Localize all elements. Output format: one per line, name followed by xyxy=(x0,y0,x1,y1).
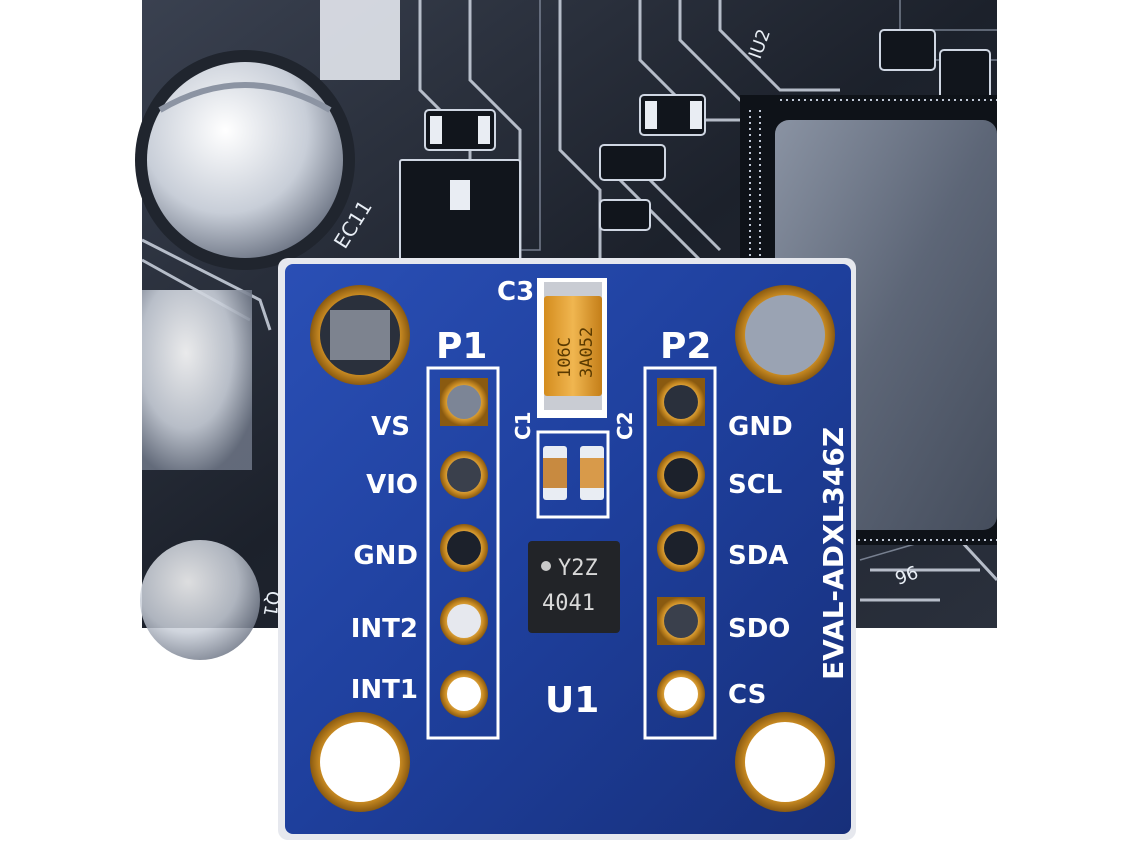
board-name: EVAL-ADXL346Z xyxy=(817,427,850,680)
cap-label-c1: C1 xyxy=(511,411,535,440)
pin-label-sdo: SDO xyxy=(728,614,790,644)
chip-marking-line1: Y2Z xyxy=(558,556,598,581)
header-outline-p2 xyxy=(643,366,717,740)
ceramic-capacitor-c2 xyxy=(580,446,604,500)
cap-label-c3: C3 xyxy=(497,277,534,307)
pin-label-cs: CS xyxy=(728,680,766,710)
pin-p2-4 xyxy=(657,597,705,645)
header-outline-p1 xyxy=(426,366,500,740)
pin-label-int1: INT1 xyxy=(351,675,418,705)
pin-label-gnd-left: GND xyxy=(353,541,418,571)
header-label-p1: P1 xyxy=(436,326,487,367)
mounting-hole-top-left xyxy=(310,285,410,385)
pin-label-vio: VIO xyxy=(366,470,418,500)
pin-p1-1 xyxy=(440,378,488,426)
tantalum-marking-line2: 3A052 xyxy=(577,327,597,378)
ceramic-capacitor-c1 xyxy=(543,446,567,500)
pin-label-scl: SCL xyxy=(728,470,782,500)
header-label-p2: P2 xyxy=(660,326,711,367)
pin-label-int2: INT2 xyxy=(351,614,418,644)
cap-label-c2: C2 xyxy=(613,411,637,440)
pin-row-p1 xyxy=(440,378,488,718)
pin-label-sda: SDA xyxy=(728,541,788,571)
pin-label-vs: VS xyxy=(371,412,410,442)
pin-row-p2 xyxy=(657,378,705,718)
pin-p2-1 xyxy=(657,378,705,426)
chip-marking-line2: 4041 xyxy=(542,591,595,616)
tantalum-marking-line1: 106C xyxy=(555,337,575,378)
mounting-hole-bottom-right xyxy=(735,712,835,812)
chip-ref-u1: U1 xyxy=(545,680,599,721)
mounting-hole-bottom-left xyxy=(310,712,410,812)
mounting-hole-top-right xyxy=(735,285,835,385)
pin-label-gnd-right: GND xyxy=(728,412,793,442)
pin-labels-right: GND SCL SDA SDO CS xyxy=(728,412,793,710)
breakout-board: P1 P2 VS VIO GND xyxy=(278,258,856,840)
tantalum-capacitor-c3: 106C 3A052 xyxy=(544,282,602,410)
accelerometer-chip-u1: Y2Z 4041 xyxy=(528,541,620,633)
pin-labels-left: VS VIO GND INT2 INT1 xyxy=(351,412,418,705)
